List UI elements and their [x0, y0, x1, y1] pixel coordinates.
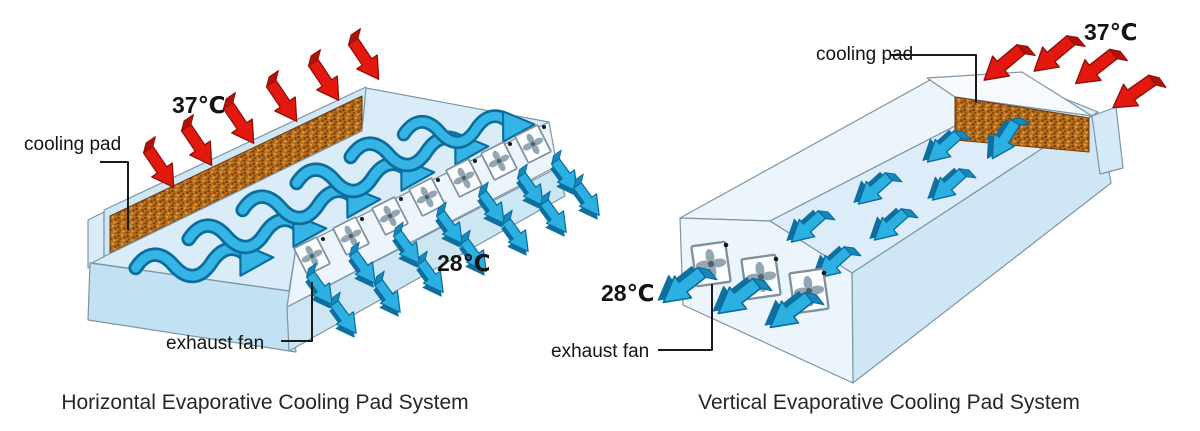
inlet-temperature-label: 37℃	[172, 92, 225, 118]
vertical-system-diagram: 37℃ 28℃ cooling pad exhaust fan Vertical…	[551, 19, 1167, 414]
vertical-system-caption: Vertical Evaporative Cooling Pad System	[698, 391, 1080, 414]
exhaust-fan-leader-line	[658, 284, 713, 351]
hot-air-arrow-icon	[1025, 25, 1086, 83]
horizontal-system-caption: Horizontal Evaporative Cooling Pad Syste…	[61, 391, 468, 414]
vertical-building	[679, 71, 1124, 384]
cooling-pad-leader-line	[890, 54, 977, 103]
cooling-pad-leader-line	[100, 161, 129, 230]
fan-indicator-dots	[321, 125, 546, 241]
hot-air-arrow-icon	[1066, 38, 1129, 96]
inlet-temperature-label: 37℃	[1084, 19, 1137, 45]
fan-indicator-dots	[723, 242, 827, 276]
far-end-face	[1091, 106, 1124, 175]
horizontal-exhaust-fans	[293, 124, 552, 276]
hot-air-arrow-icon	[338, 27, 391, 87]
outlet-temperature-label: 28℃	[601, 280, 654, 306]
building-front-slab-face	[87, 262, 297, 353]
exhaust-fan-label: exhaust fan	[166, 333, 264, 354]
vertical-exhaust-fans	[690, 240, 830, 315]
horizontal-system-diagram: 37℃ 28℃ cooling pad exhaust fan Horizont…	[24, 27, 611, 414]
outlet-temperature-label: 28℃	[437, 250, 490, 276]
exhaust-fan-leader-line	[281, 282, 313, 342]
exhaust-fan-label: exhaust fan	[551, 341, 649, 362]
cooling-pad-label: cooling pad	[24, 134, 121, 155]
cooling-pad-label: cooling pad	[816, 44, 913, 65]
